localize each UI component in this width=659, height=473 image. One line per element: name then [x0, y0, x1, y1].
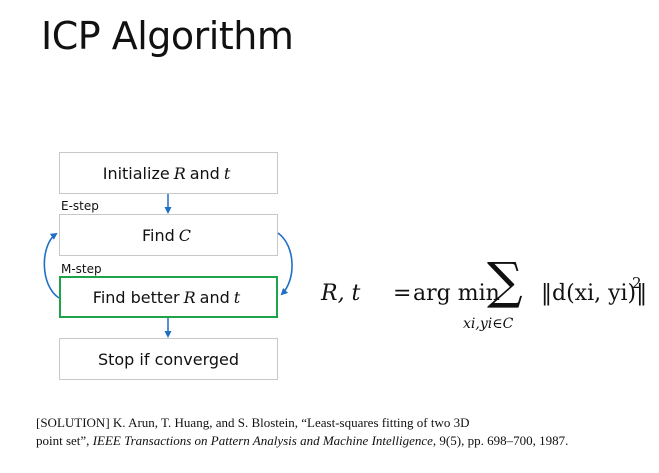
- citation-journal: IEEE Transactions on Pattern Analysis an…: [92, 433, 433, 448]
- step-find-better-and: and: [199, 287, 230, 307]
- step-initialize-and: and: [189, 163, 220, 183]
- citation: [SOLUTION] K. Arun, T. Huang, and S. Blo…: [36, 414, 656, 450]
- step-initialize-box: Initialize R and t: [59, 152, 278, 194]
- citation-line-1: [SOLUTION] K. Arun, T. Huang, and S. Blo…: [36, 415, 470, 430]
- step-find-c-box: Find C: [59, 214, 278, 256]
- step-find-better-symbol-t: t: [233, 287, 241, 307]
- step-initialize-symbol-r: R: [173, 163, 186, 183]
- step-initialize-text: Initialize: [102, 163, 170, 183]
- equation-power: 2: [632, 274, 642, 292]
- objective-equation: R, t = arg min ∑ xi,yi∈C ‖d(xi, yi)‖ 2: [321, 256, 651, 344]
- equation-equals: =: [393, 281, 412, 306]
- step-find-better-box: Find better R and t: [59, 276, 278, 318]
- step-find-c-text: Find: [141, 225, 175, 245]
- summation-subscript: xi,yi∈C: [463, 316, 514, 332]
- citation-line-2-end: , 9(5), pp. 698–700, 1987.: [432, 433, 569, 448]
- loop-arrow-right: [277, 232, 293, 296]
- step-find-better-text: Find better: [92, 287, 180, 307]
- loop-arrow-left: [43, 232, 60, 299]
- citation-line-2: point set”, IEEE Transactions on Pattern…: [36, 432, 656, 450]
- slide-title: ICP Algorithm: [41, 14, 294, 58]
- equation-lhs: R, t: [321, 281, 361, 306]
- step-find-better-symbol-r: R: [183, 287, 196, 307]
- step-initialize-symbol-t: t: [223, 163, 231, 183]
- step-find-c-symbol: C: [178, 225, 192, 245]
- step-stop-text: Stop if converged: [97, 349, 240, 369]
- m-step-label: M-step: [61, 262, 102, 276]
- citation-line-2-start: point set”,: [36, 433, 93, 448]
- step-stop-box: Stop if converged: [59, 338, 278, 380]
- e-step-label: E-step: [61, 199, 99, 213]
- equation-norm: ‖d(xi, yi)‖: [541, 281, 648, 306]
- equation-argmin: arg min: [413, 281, 500, 306]
- summation-symbol: ∑: [487, 252, 523, 310]
